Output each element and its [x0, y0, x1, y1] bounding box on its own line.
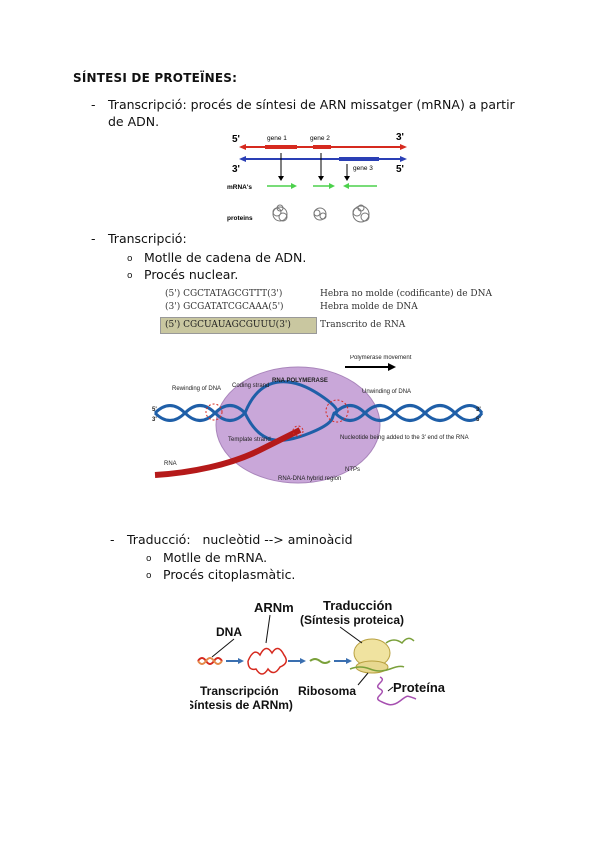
label-three-left: 3': [152, 417, 157, 423]
arrow-right-icon: [238, 658, 244, 664]
sub-bullet-dna-template: Motlle de cadena de ADN.: [144, 250, 307, 265]
label-three-right: 3': [476, 407, 481, 413]
label-gene3: gene 3: [353, 165, 373, 172]
list-dash: -: [91, 231, 96, 246]
list-dash: -: [91, 97, 96, 112]
pointer-traduccion: [339, 626, 363, 644]
sub-bullet-mrna-template: Motlle de mRNA.: [163, 550, 268, 565]
seq-coding: (5') CGCTATAGCGTTT(3'): [165, 289, 283, 299]
arrow-left-green-icon: [343, 183, 349, 189]
arrow-right-icon: [300, 658, 306, 664]
dna-double-helix: [197, 657, 223, 665]
arrowhead-right-blue-icon: [400, 156, 407, 162]
list-circle: o: [146, 554, 152, 564]
rewinding-marker: [205, 403, 223, 421]
label-five-right: 5': [476, 417, 481, 423]
arrow-right-icon: [388, 363, 396, 371]
label-hybrid-region: RNA-DNA hybrid region: [278, 476, 341, 482]
label-mrnas: mRNA's: [227, 184, 252, 191]
label-traduccion: Traducción: [323, 598, 392, 613]
label-rna-polymerase: RNA POLYMERASE: [272, 378, 328, 384]
label-gene2: gene 2: [310, 135, 330, 142]
transcription-bubble: [247, 647, 287, 675]
label-proteina: Proteína: [393, 680, 446, 695]
protein-blobs: [272, 204, 370, 223]
label-sintesis-arnm: (Síntesis de ARNm): [190, 698, 293, 712]
label-polymerase-movement: Polymerase movement: [350, 355, 412, 361]
pointer-proteina: [387, 686, 394, 692]
page-title: SÍNTESI DE PROTEÏNES:: [73, 71, 238, 85]
seq-rna-label: Transcrito de RNA: [320, 320, 406, 330]
arrow-down-icon: [344, 176, 350, 181]
arrow-right-green-icon: [291, 183, 297, 189]
label-rewinding: Rewinding of DNA: [172, 386, 221, 392]
dna-double-helix: [197, 657, 223, 665]
label-ribosoma: Ribosoma: [298, 684, 356, 698]
rna-strand: [154, 427, 302, 478]
arrow-right-green-icon: [329, 183, 335, 189]
gene2-block: [313, 145, 331, 149]
bullet-transcription: Transcripció:: [108, 231, 187, 246]
arrow-down-icon: [278, 176, 284, 181]
label-five-left: 5': [152, 407, 157, 413]
label-3prime-bottom: 3': [232, 164, 240, 175]
list-circle: o: [127, 271, 133, 281]
list-dash: -: [110, 532, 115, 547]
pointer-dna: [211, 638, 235, 658]
arrow-right-icon: [346, 658, 352, 664]
gene3-block: [339, 157, 379, 161]
seq-template-label: Hebra molde de DNA: [320, 302, 418, 312]
label-ntps: NTPs: [345, 467, 360, 473]
label-transcripcion: Transcripción: [200, 684, 279, 698]
label-5prime-bottom: 5': [396, 164, 404, 175]
gene-transcription-diagram: 5' 3' gene 1 gene 2 gene 3 3' 5' mRNA's …: [227, 132, 407, 223]
label-rna: RNA: [164, 461, 177, 467]
arrow-down-icon: [318, 176, 324, 181]
pointer-ribosoma: [357, 672, 369, 686]
mrna-strand: [309, 658, 331, 664]
arrowhead-left-blue-icon: [239, 156, 246, 162]
protein-chain: [377, 676, 417, 706]
label-arnm: ARNm: [254, 600, 294, 615]
nucleotide-marker: [292, 425, 304, 437]
seq-coding-label: Hebra no molde (codificante) de DNA: [320, 289, 492, 299]
bullet-translation: Traducció: nucleòtid --> aminoàcid: [127, 532, 353, 547]
nascent-chain: [385, 637, 415, 645]
label-5prime-top: 5': [232, 134, 240, 145]
mrna-on-ribosome: [349, 665, 405, 672]
label-dna: DNA: [216, 625, 242, 639]
rna-polymerase-diagram: Polymerase movement RNA POLYMERASE Rewin…: [152, 355, 484, 484]
sub-bullet-cytoplasmic: Procés citoplasmàtic.: [163, 567, 296, 582]
dna-helix: [153, 380, 484, 442]
label-coding-strand: Coding strand: [232, 383, 269, 389]
arrowhead-left-icon: [239, 144, 246, 150]
arrowhead-right-icon: [400, 144, 407, 150]
sub-bullet-nuclear-process: Procés nuclear.: [144, 267, 239, 282]
bullet-transcription-definition: Transcripció: procés de síntesi de ARN m…: [108, 97, 515, 129]
label-nucleotide-added: Nucleotide being added to the 3' end of …: [340, 435, 469, 441]
gene1-block: [265, 145, 297, 149]
seq-rna-transcript: (5') CGCUAUAGCGUUU(3'): [160, 317, 317, 334]
list-circle: o: [127, 254, 133, 264]
label-template-strand: Template strand: [228, 437, 271, 443]
label-3prime-top: 3': [396, 132, 404, 143]
pointer-arnm: [265, 614, 271, 644]
list-circle: o: [146, 571, 152, 581]
label-proteins: proteins: [227, 215, 253, 222]
label-unwinding: Unwinding of DNA: [362, 389, 411, 395]
unwinding-marker: [325, 399, 349, 423]
central-dogma-diagram: ARNm Traducción (Síntesis proteica) DNA …: [190, 598, 446, 712]
label-sintesis-proteica: (Síntesis proteica): [300, 613, 404, 627]
label-gene1: gene 1: [267, 135, 287, 142]
seq-template: (3') GCGATATCGCAAA(5'): [165, 302, 284, 312]
